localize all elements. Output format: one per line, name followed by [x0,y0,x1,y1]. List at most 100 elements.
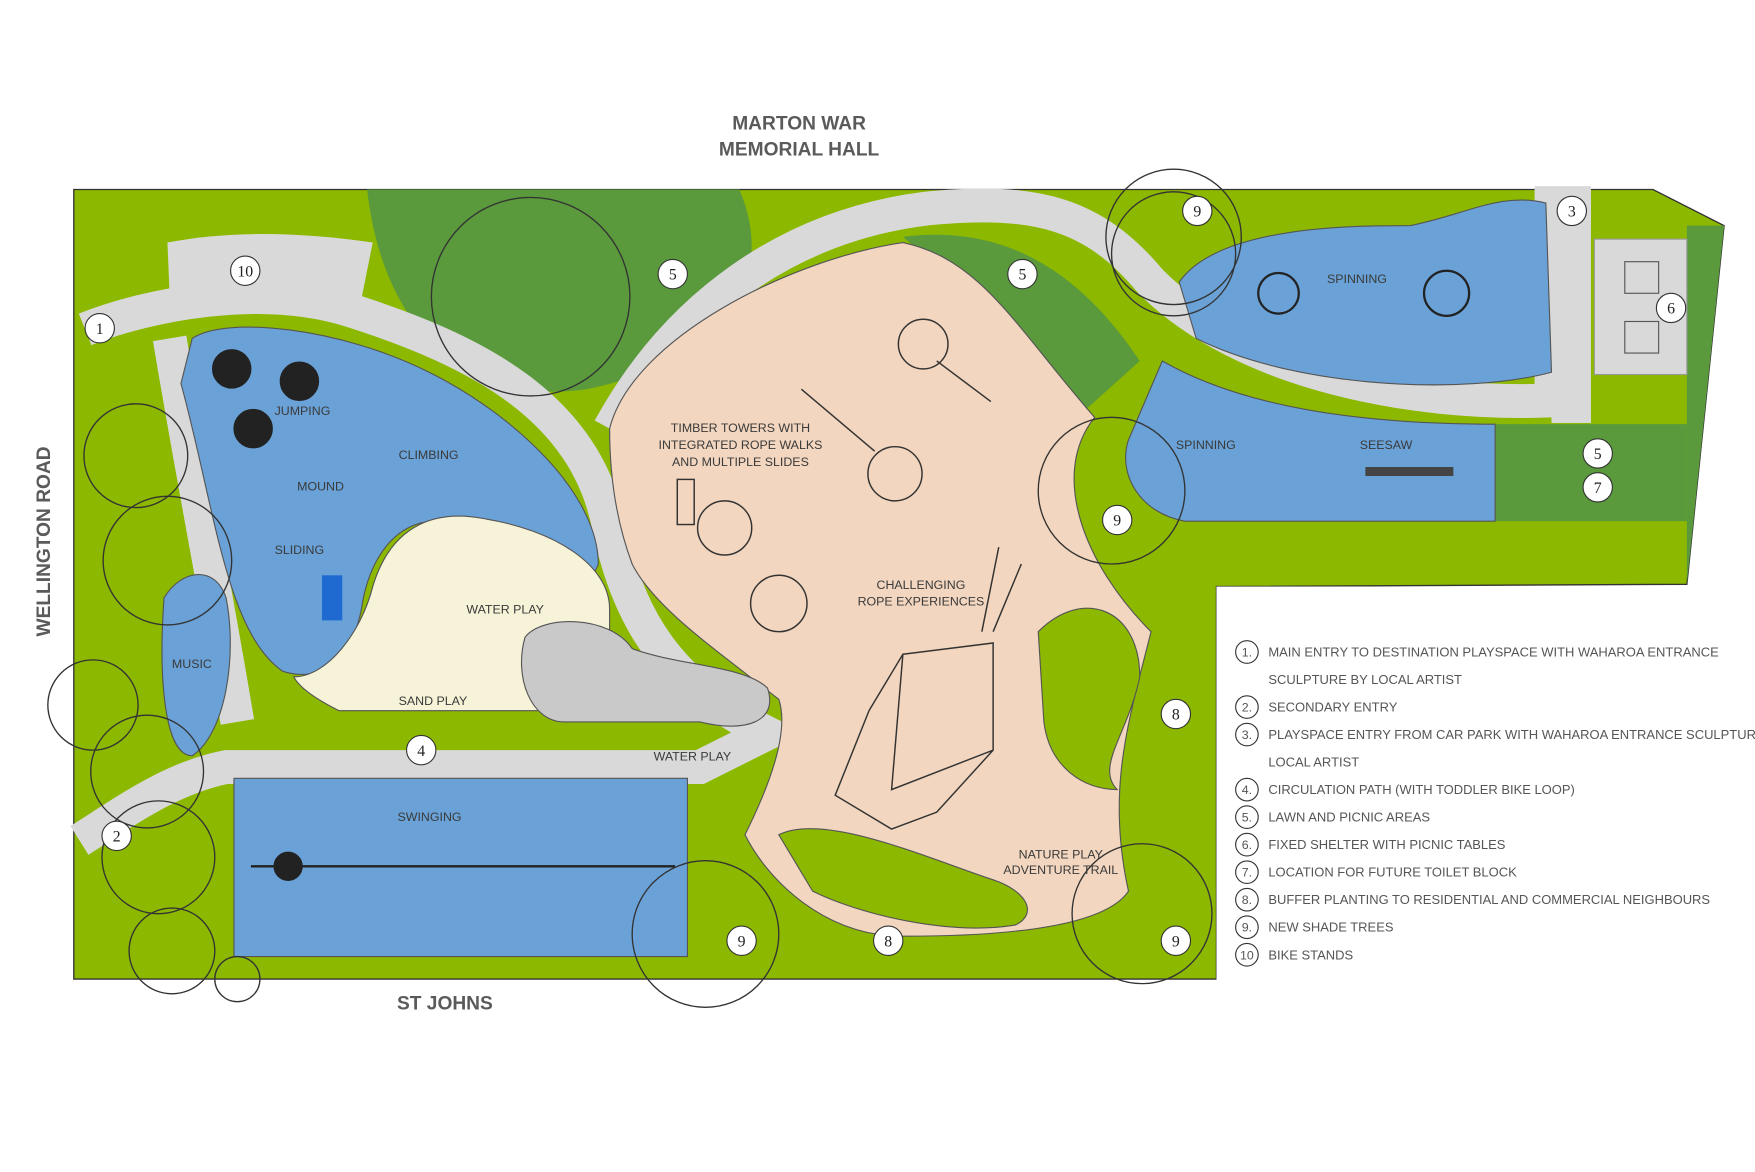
water-play-stream [521,621,771,727]
label-timber-2: INTEGRATED ROPE WALKS [659,438,823,452]
legend-text: CIRCULATION PATH (WITH TODDLER BIKE LOOP… [1268,782,1574,797]
marker-circle [1582,438,1613,469]
marker-circle [657,258,688,290]
label-timber-1: TIMBER TOWERS WITH [671,421,810,435]
marker-number: 7 [1594,480,1602,497]
legend-number: 6. [1242,838,1252,852]
buffer-8-garden [778,828,1028,929]
label-climbing: CLIMBING [399,448,459,462]
street-label-top-1: MARTON WAR [732,114,866,135]
marker-circle [405,734,437,766]
marker-9: 9 [726,925,757,956]
legend-number: 8. [1242,893,1252,907]
marker-number: 8 [884,933,892,950]
marker-number: 5 [669,267,677,284]
label-sand-play: SAND PLAY [399,694,468,708]
marker-5: 5 [1582,438,1613,469]
marker-10: 10 [230,255,261,286]
spinning-area-top [1178,199,1553,386]
legend-number-circle [1235,860,1259,885]
label-water-play-2: WATER PLAY [654,749,732,763]
legend-number-circle [1235,887,1259,912]
legend-number-circle [1235,832,1259,857]
legend-number-circle [1235,942,1259,967]
legend-number-circle [1235,722,1259,747]
marker-number: 5 [1594,446,1602,463]
marker-7: 7 [1582,472,1613,503]
label-sliding: SLIDING [275,543,325,557]
marker-number: 8 [1172,707,1180,724]
marker-circle [230,255,261,286]
label-challenging-1: CHALLENGING [877,578,966,592]
marker-number: 9 [1113,513,1121,530]
marker-circle [1007,258,1038,290]
marker-circle [1582,472,1613,503]
marker-3: 3 [1556,195,1588,227]
legend-number: 7. [1242,866,1252,880]
marker-6: 6 [1655,292,1687,324]
picnic-table [1624,320,1660,354]
marker-2: 2 [101,820,132,852]
marker-circle [1655,292,1687,324]
marker-number: 6 [1667,301,1675,318]
marker-8: 8 [872,925,904,956]
nature-play-garden [1037,607,1141,791]
marker-1: 1 [84,313,115,344]
spinning-seesaw-area [1125,360,1496,522]
marker-4: 4 [405,734,437,766]
marker-number: 9 [1193,204,1201,221]
marker-8: 8 [1160,698,1192,730]
marker-number: 9 [1172,933,1180,950]
legend-number-circle [1235,777,1259,802]
legend-box [1216,586,1755,982]
marker-circle [1160,698,1192,730]
marker-5: 5 [657,258,688,290]
legend-number: 1. [1242,646,1252,660]
shade-trees [47,168,1242,1008]
legend-number-circle [1235,915,1259,940]
marker-number: 4 [417,743,425,760]
legend-text: SCULPTURE BY LOCAL ARTIST [1268,672,1462,687]
legend-text: LOCAL ARTIST [1268,755,1359,770]
marker-9: 9 [1101,504,1133,536]
marker-circle [726,925,757,956]
marker-number: 10 [237,263,253,280]
label-challenging-2: ROPE EXPERIENCES [858,595,985,609]
number-markers: 1 2 3 4 5 5 5 6 7 8 8 9 9 9 9 10 [84,195,1687,956]
music-area [161,574,231,757]
marker-number: 9 [738,933,746,950]
legend-text: MAIN ENTRY TO DESTINATION PLAYSPACE WITH… [1268,645,1719,660]
legend: 1. MAIN ENTRY TO DESTINATION PLAYSPACE WI… [1235,640,1755,967]
legend-number: 9. [1242,921,1252,935]
street-label-bottom: ST JOHNS [397,994,493,1015]
path-top-right [1551,197,1591,424]
marker-circle [84,313,115,344]
spinners [1257,269,1471,317]
legend-number: 4. [1242,783,1252,797]
label-timber-3: AND MULTIPLE SLIDES [672,455,809,469]
marker-circle [1182,195,1213,227]
seesaw-equipment [1365,466,1454,477]
legend-number: 10 [1240,948,1254,962]
marker-number: 5 [1019,267,1027,284]
label-mound: MOUND [297,480,344,494]
legend-number: 5. [1242,811,1252,825]
picnic-table [1624,261,1660,294]
slide-equipment [321,575,343,621]
legend-text: LOCATION FOR FUTURE TOILET BLOCK [1268,865,1517,880]
timber-towers [676,318,992,633]
marker-circle [101,820,132,852]
trampolines [211,349,320,449]
label-music: MUSIC [172,657,212,671]
legend-text: PLAYSPACE ENTRY FROM CAR PARK WITH WAHAR… [1268,727,1755,742]
label-jumping: JUMPING [275,404,331,418]
marker-number: 2 [113,828,121,845]
marker-number: 3 [1568,204,1576,221]
marker-circle [1160,925,1192,956]
label-water-play: WATER PLAY [466,603,544,617]
bike-stand-area [167,234,373,299]
marker-9: 9 [1160,925,1192,956]
swing-frame [250,851,676,881]
marker-number: 1 [96,321,104,338]
